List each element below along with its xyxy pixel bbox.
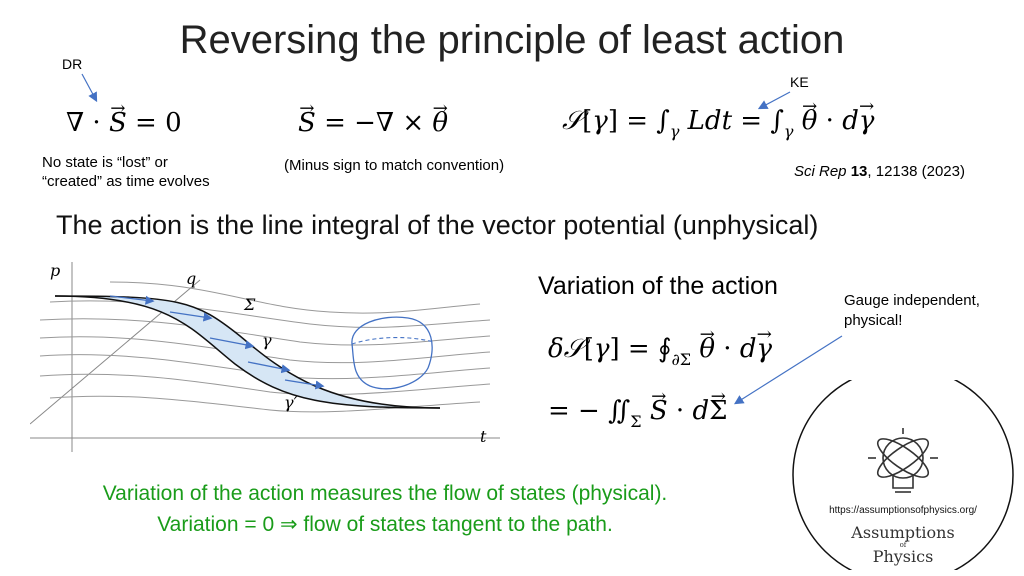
gamma-label: γ	[262, 331, 272, 350]
minus-sign-note: (Minus sign to match convention)	[284, 157, 505, 174]
ref-volume: 13	[850, 163, 868, 180]
dr-arrow	[81, 73, 98, 103]
logo-name-line-2: Physics	[872, 547, 934, 566]
logo-badge[interactable]: https://assumptionsofphysics.org/ Assump…	[790, 380, 1016, 570]
lightbulb-atom-icon	[868, 428, 938, 493]
axis-t-label: t	[480, 427, 487, 446]
sigma-label: Σ	[243, 295, 256, 314]
dr-label: DR	[62, 56, 83, 72]
ref-rest: , 12138 (2023)	[867, 163, 965, 180]
variation-equation-1: δ𝒮[γ] = ∮∂Σ θ · dγ	[548, 324, 772, 369]
gauge-note-line-2: physical!	[844, 312, 903, 329]
ke-arrow	[757, 91, 791, 110]
gauge-arrow	[733, 335, 843, 405]
ke-label: KE	[790, 74, 809, 90]
closed-loop	[351, 316, 433, 390]
logo-url-link[interactable]: https://assumptionsofphysics.org/	[829, 505, 977, 516]
reference-citation: Sci Rep 13, 12138 (2023)	[794, 163, 965, 180]
slide-title: Reversing the principle of least action	[179, 18, 845, 62]
variation-heading: Variation of the action	[538, 272, 778, 300]
flow-arrows	[109, 295, 325, 390]
conclusion-line-2: Variation = 0 ⇒ flow of states tangent t…	[157, 513, 613, 536]
gamma-prime-label: γ′	[284, 393, 298, 412]
sigma-surface	[55, 296, 440, 408]
logo-circle	[792, 380, 1014, 570]
no-state-line-1: No state is “lost” or	[42, 154, 168, 171]
curl-equation: S = −∇ × θ	[298, 98, 448, 138]
gauge-note: Gauge independent, physical!	[844, 291, 980, 331]
phase-space-diagram: p q t Σ γ γ′	[30, 261, 500, 452]
gauge-note-line-1: Gauge independent,	[844, 292, 980, 309]
gamma-prime-path	[54, 295, 441, 409]
no-state-note: No state is “lost” or “created” as time …	[42, 153, 210, 191]
logo-name-line-1: Assumptions	[851, 523, 955, 542]
no-state-line-2: “created” as time evolves	[42, 173, 210, 190]
ref-journal: Sci Rep	[794, 163, 847, 180]
conclusion-line-1: Variation of the action measures the flo…	[102, 482, 668, 505]
logo-name-of: of	[899, 541, 907, 549]
action-subtitle: The action is the line integral of the v…	[56, 210, 819, 240]
action-integral-equation: 𝒮[γ] = ∫γ Ldt = ∫γ θ · dγ	[562, 96, 874, 141]
axis-q-label: q	[186, 269, 196, 288]
variation-equation-2: = − ∬Σ S · dΣ	[548, 386, 728, 431]
closed-loop-dashed	[351, 336, 435, 345]
axis-p-label: p	[50, 261, 60, 280]
divergence-equation: ∇ · S = 0	[66, 98, 182, 138]
